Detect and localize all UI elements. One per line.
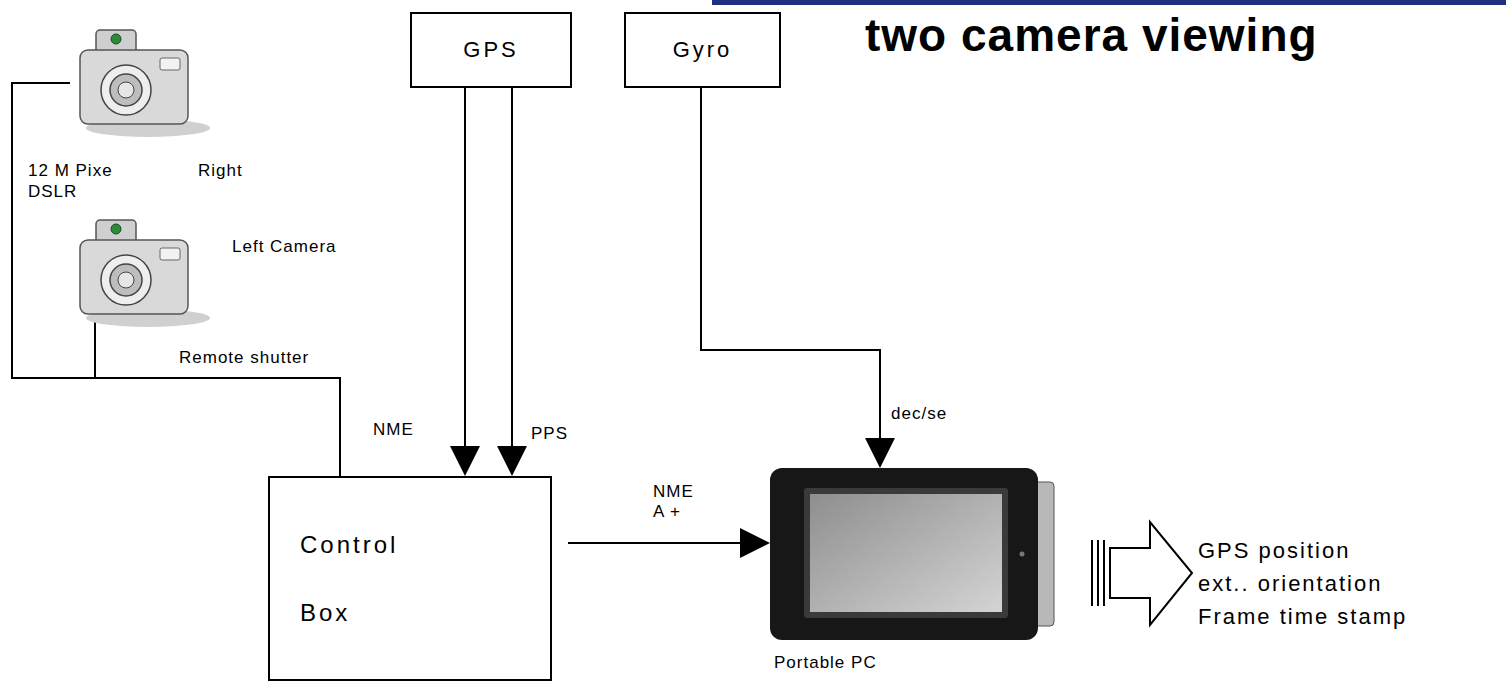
node-text: Gyro: [673, 36, 733, 64]
arrow-head: [450, 446, 480, 476]
diagram-title: two camera viewing: [865, 8, 1318, 62]
connector-line: [95, 314, 340, 476]
connector: [497, 88, 527, 476]
arrow-head: [740, 528, 770, 558]
connector-line: [511, 88, 513, 448]
control-box: ControlBox: [268, 476, 552, 681]
process-box: Gyro: [624, 12, 781, 88]
camera: 12 M Pixe DSLRRight: [70, 20, 210, 140]
node-text: GPS: [463, 36, 518, 64]
edge-label: dec/se: [890, 404, 948, 424]
node-text: Control: [300, 530, 398, 560]
edge-label: Remote shutter: [178, 348, 310, 368]
arrow-head: [865, 438, 895, 468]
portable-pc-icon: [770, 468, 1055, 640]
connector-line: [464, 88, 466, 448]
node-text: Box: [300, 598, 350, 628]
arrow-head: [497, 446, 527, 476]
process-box: GPS: [410, 12, 572, 88]
connector: [95, 314, 340, 476]
edge-label: NME A +: [652, 482, 700, 523]
node-text: Left Camera: [232, 236, 337, 257]
edge-label: PPS: [530, 424, 569, 444]
device: Portable PC: [770, 468, 1055, 640]
camera-icon: [70, 210, 210, 330]
camera-icon: [70, 20, 210, 140]
node-text: Right: [198, 160, 243, 181]
connector-line: [12, 83, 340, 476]
output-label: ext.. orientation: [1198, 571, 1382, 597]
header-bar: [712, 0, 1506, 5]
output-label: Frame time stamp: [1198, 604, 1407, 630]
camera: Left Camera: [70, 210, 210, 330]
output-label: GPS position: [1198, 538, 1350, 564]
node-text: Portable PC: [774, 652, 877, 673]
connector-line: [568, 542, 742, 544]
connector: [568, 528, 770, 558]
node-text: 12 M Pixe DSLR: [28, 160, 128, 203]
edge-label: NME: [372, 420, 415, 440]
connector-line: [701, 88, 880, 440]
connector: [701, 88, 895, 468]
output-arrow: [1092, 522, 1192, 625]
connector: [12, 83, 340, 476]
connector: [450, 88, 480, 476]
